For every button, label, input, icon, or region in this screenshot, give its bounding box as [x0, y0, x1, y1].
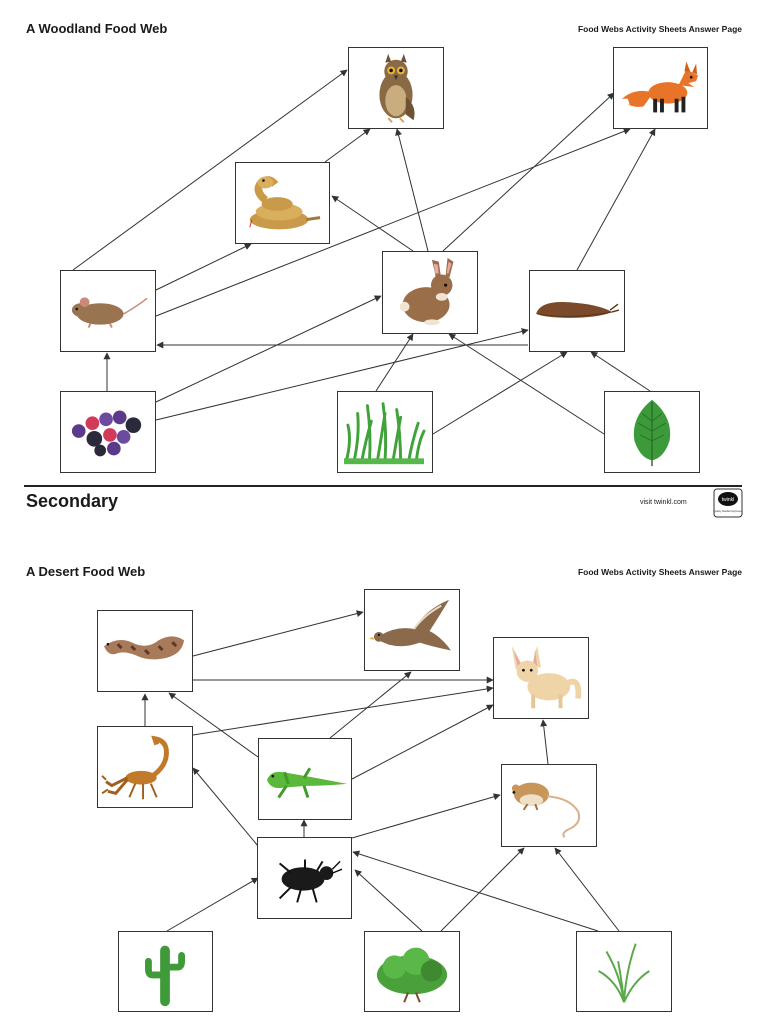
arrow-slug-fox	[576, 128, 656, 271]
snake-icon	[249, 176, 321, 230]
desert-title: A Desert Food Web	[26, 564, 146, 579]
beetle-node	[257, 837, 352, 919]
grass-node	[337, 391, 433, 473]
badge-text: twinkl	[722, 497, 735, 503]
slug-node	[529, 270, 625, 352]
cactus-icon	[145, 945, 186, 1007]
arrow-lizard-hawk	[329, 671, 412, 739]
arrow-snake-hawk	[192, 610, 364, 657]
snake-node	[235, 162, 330, 244]
arrow-bush-rat	[440, 847, 525, 932]
owl-icon	[379, 53, 415, 123]
visit-link[interactable]: visit twinkl.com	[640, 499, 687, 506]
desert-grass-node	[576, 931, 672, 1012]
secondary-label: Secondary	[26, 491, 119, 511]
arrow-grass-beetle	[352, 850, 599, 932]
arrow-grass-slug	[432, 351, 568, 435]
rabbit-node	[382, 251, 478, 334]
cactus-node	[118, 931, 213, 1012]
arrow-rat-fox	[540, 719, 549, 765]
beetle-icon	[278, 859, 343, 903]
arrow-scorpion-fox	[192, 685, 494, 736]
lizard-icon	[266, 767, 347, 799]
arrow-berries-rabbit	[155, 295, 382, 403]
fennec-fox-node	[493, 637, 589, 719]
bush-node	[364, 931, 460, 1012]
desert-snake-icon	[104, 636, 185, 660]
lizard-node	[258, 738, 352, 820]
arrow-rabbit-owl	[395, 128, 429, 252]
arrow-beetle-scorpion	[192, 767, 259, 847]
arrow-grass-rabbit	[375, 333, 414, 392]
rabbit-icon	[399, 257, 454, 326]
kangaroo-rat-node	[501, 764, 597, 847]
arrow-rabbit-snake	[331, 195, 414, 252]
mouse-icon	[71, 297, 148, 329]
kangaroo-rat-icon	[511, 782, 581, 838]
leaf-icon	[633, 399, 671, 467]
arrow-bush-beetle	[354, 869, 423, 932]
twinkl-badge-icon: twinkl Quality Standard Approved	[713, 488, 743, 518]
arrow-grass-rat	[554, 847, 620, 932]
slug-icon	[536, 301, 620, 318]
arrow-beetle-rat	[351, 793, 501, 839]
leaf-node	[604, 391, 700, 473]
berries-icon	[71, 410, 142, 457]
fox-icon	[621, 61, 699, 113]
mouse-node	[60, 270, 156, 352]
berries-node	[60, 391, 156, 473]
fennec-fox-icon	[511, 645, 582, 709]
hawk-node	[364, 589, 460, 671]
grass-icon	[344, 402, 426, 465]
arrow-leaf-slug	[590, 351, 651, 392]
scorpion-node	[97, 726, 193, 808]
bush-icon	[376, 947, 448, 1003]
arrow-lizard-fox	[351, 704, 494, 780]
scorpion-icon	[101, 735, 169, 800]
desert-snake-node	[97, 610, 193, 692]
woodland-title: A Woodland Food Web	[26, 21, 168, 36]
section-divider	[24, 485, 742, 487]
hawk-icon	[369, 599, 452, 651]
badge-subtext: Quality Standard Approved	[714, 510, 743, 513]
arrow-cactus-beetle	[166, 877, 259, 932]
desert-subtitle: Food Webs Activity Sheets Answer Page	[577, 567, 742, 577]
woodland-subtitle: Food Webs Activity Sheets Answer Page	[577, 24, 742, 34]
arrow-snake-owl	[324, 128, 371, 163]
arrow-rabbit-fox	[442, 92, 615, 252]
desert-grass-icon	[598, 943, 650, 1003]
owl-node	[348, 47, 444, 129]
fox-node	[613, 47, 708, 129]
arrow-mouse-snake	[155, 243, 252, 291]
